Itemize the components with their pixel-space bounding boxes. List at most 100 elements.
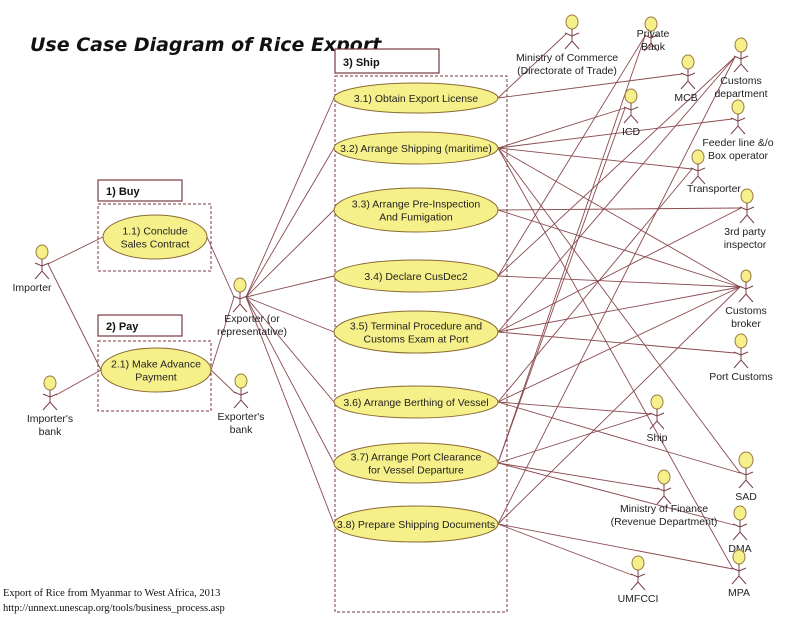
association-exporter-uc21: [210, 296, 235, 371]
actor-stick-figure-icon: [733, 52, 749, 73]
actor-stick-figure-icon: [232, 292, 248, 313]
actor-stick-figure-icon: [680, 69, 696, 90]
actor-sad: SAD: [735, 451, 757, 503]
associations: [47, 33, 742, 576]
actor-label: bank: [230, 424, 254, 436]
association-uc38-broker: [497, 286, 741, 525]
actor-head-icon: [35, 244, 49, 260]
use-case-ellipse: [333, 82, 499, 114]
actor-head-icon: [740, 188, 754, 204]
actor-stick-figure-icon: [732, 520, 748, 541]
association-exporter_bank-uc21: [210, 369, 236, 394]
actor-stick-figure-icon: [564, 29, 580, 50]
association-exporter-uc36: [245, 296, 335, 403]
actor-label: Private: [637, 28, 670, 40]
actor-head-icon: [732, 549, 746, 565]
use-case-ellipse: [333, 131, 499, 165]
use-case-label: for Vessel Departure: [368, 465, 464, 477]
association-uc38-umfcci: [497, 523, 633, 576]
use-case-label: Customs Exam at Port: [363, 334, 468, 346]
use-case-uc31: 3.1) Obtain Export License: [333, 82, 499, 114]
actor-label: Bank: [641, 41, 666, 53]
use-case-label: 3.3) Arrange Pre-Inspection: [352, 199, 481, 211]
actor-stick-figure-icon: [739, 203, 755, 224]
actor-mpa: MPA: [728, 549, 750, 599]
package-ship: 3) Ship: [334, 48, 508, 613]
association-importer-uc21: [47, 263, 102, 371]
association-uc35-customs_dept: [497, 56, 736, 333]
actor-stick-figure-icon: [738, 468, 754, 489]
actor-umfcci: UMFCCI: [618, 555, 659, 605]
actor-label: Feeder line &/o: [702, 137, 773, 149]
actor-stick-figure-icon: [233, 388, 249, 409]
use-case-label: 3.4) Declare CusDec2: [364, 271, 467, 283]
association-exporter-uc32: [245, 147, 335, 298]
use-case-label: 2.1) Make Advance: [111, 359, 201, 371]
use-case-label: 3.6) Arrange Berthing of Vessel: [343, 397, 488, 409]
actor-stick-figure-icon: [623, 103, 639, 124]
actor-label: inspector: [724, 239, 767, 251]
association-uc32-feeder: [497, 118, 733, 149]
use-case-uc32: 3.2) Arrange Shipping (maritime): [333, 131, 499, 165]
association-uc36-sad: [497, 401, 741, 474]
actor-label: Port Customs: [709, 371, 773, 383]
actor-importer: Importer: [12, 244, 52, 294]
actor-stick-figure-icon: [690, 164, 706, 185]
actor-label: Customs: [720, 75, 761, 87]
association-uc31-mcb: [497, 73, 683, 99]
actor-head-icon: [734, 37, 748, 53]
actor-stick-figure-icon: [649, 409, 665, 430]
use-case-ellipse: [333, 310, 499, 354]
actor-head-icon: [631, 555, 645, 571]
association-exporter-uc11: [206, 236, 235, 298]
package-label-ship: 3) Ship: [343, 57, 380, 69]
actor-moc: Ministry of Commerce(Directorate of Trad…: [516, 14, 618, 77]
actor-label: Box operator: [708, 150, 769, 162]
actor-head-icon: [681, 54, 695, 70]
association-exporter-uc34: [245, 275, 335, 298]
association-uc32-icd: [497, 107, 626, 149]
use-case-label: 1.1) Conclude: [122, 226, 188, 238]
actor-head-icon: [650, 394, 664, 410]
actor-label: Ministry of Finance: [620, 503, 708, 515]
association-uc36-transporter: [497, 168, 693, 403]
association-exporter-uc37: [245, 296, 335, 464]
actor-dma: DMA: [728, 505, 752, 555]
actor-stick-figure-icon: [42, 390, 58, 411]
association-importer_bank-uc21: [55, 369, 102, 396]
association-uc37-private_bank: [497, 35, 646, 464]
package-buy: 1) Buy: [97, 179, 212, 272]
use-case-ellipse: [102, 214, 208, 260]
actor-label: ICD: [622, 126, 641, 138]
association-uc37-icd: [497, 107, 626, 464]
actor-label: Ship: [646, 432, 667, 444]
use-case-label: 3.1) Obtain Export License: [354, 93, 478, 105]
actor-label: UMFCCI: [618, 593, 659, 605]
actor-head-icon: [733, 505, 747, 521]
association-exporter-uc35: [245, 296, 335, 333]
actor-label: MPA: [728, 587, 750, 599]
actor-label: Ministry of Commerce: [516, 52, 618, 64]
actor-label: representative): [217, 326, 287, 338]
use-case-ellipse: [333, 187, 499, 233]
actor-label: Importer's: [27, 413, 73, 425]
use-case-ellipse: [333, 259, 499, 293]
actor-head-icon: [624, 88, 638, 104]
use-case-label: And Fumigation: [379, 212, 453, 224]
actor-head-icon: [657, 469, 671, 485]
use-case-uc36: 3.6) Arrange Berthing of Vessel: [333, 385, 499, 419]
association-exporter-uc38: [245, 296, 335, 525]
actor-head-icon: [43, 375, 57, 391]
actor-label: Exporter's: [218, 411, 265, 423]
association-uc33-inspector: [497, 207, 742, 211]
use-case-label: Sales Contract: [121, 239, 190, 251]
actor-label: broker: [731, 318, 761, 330]
use-case-ellipse: [333, 385, 499, 419]
